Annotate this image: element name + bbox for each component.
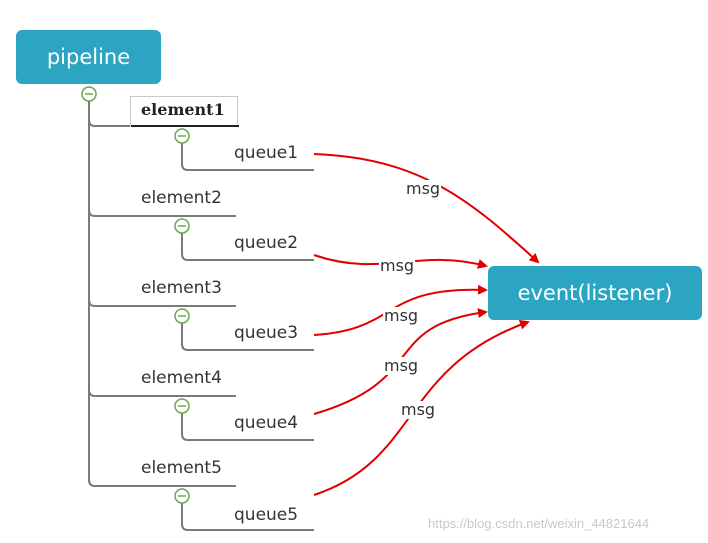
branch-element2 — [88, 209, 236, 217]
tree-trunk — [88, 94, 236, 487]
arrow-queue1-to-listener — [313, 153, 540, 264]
element1-label: element1 — [141, 100, 225, 119]
element3-label[interactable]: element3 — [141, 278, 222, 298]
collapse-minus-icon[interactable] — [174, 308, 190, 324]
collapse-minus-icon[interactable] — [174, 128, 190, 144]
selection-underline — [131, 125, 239, 127]
branch-queue4 — [181, 408, 314, 441]
element5-label[interactable]: element5 — [141, 458, 222, 478]
queue1-label[interactable]: queue1 — [234, 143, 299, 163]
collapse-minus-icon[interactable] — [174, 398, 190, 414]
collapse-minus-icon[interactable] — [81, 86, 97, 102]
edge-label-msg: msg — [379, 256, 416, 275]
edge-label-msg: msg — [383, 306, 420, 325]
watermark-url: https://blog.csdn.net/weixin_44821644 — [428, 516, 650, 531]
edge-label-msg: msg — [405, 179, 442, 198]
edge-label-msg: msg — [383, 356, 420, 375]
edge-label-msg: msg — [400, 400, 437, 419]
branch-queue1 — [181, 138, 314, 171]
branch-element4 — [88, 389, 236, 397]
arrow-queue4-to-listener — [313, 308, 488, 415]
element1-node-selected[interactable]: element1 — [130, 96, 239, 127]
event-listener-node[interactable]: event(listener) — [488, 266, 702, 320]
element2-label[interactable]: element2 — [141, 188, 222, 208]
collapse-minus-icon[interactable] — [174, 488, 190, 504]
queue5-label[interactable]: queue5 — [234, 505, 299, 525]
pipeline-node[interactable]: pipeline — [16, 30, 161, 84]
branch-element3 — [88, 299, 236, 307]
branch-queue5 — [181, 498, 314, 531]
element4-label[interactable]: element4 — [141, 368, 222, 388]
branch-queue2 — [181, 228, 314, 261]
branch-element1 — [88, 119, 130, 127]
branch-queue3 — [181, 318, 314, 351]
collapse-minus-icon[interactable] — [174, 218, 190, 234]
queue4-label[interactable]: queue4 — [234, 413, 299, 433]
queue2-label[interactable]: queue2 — [234, 233, 299, 253]
queue3-label[interactable]: queue3 — [234, 323, 299, 343]
